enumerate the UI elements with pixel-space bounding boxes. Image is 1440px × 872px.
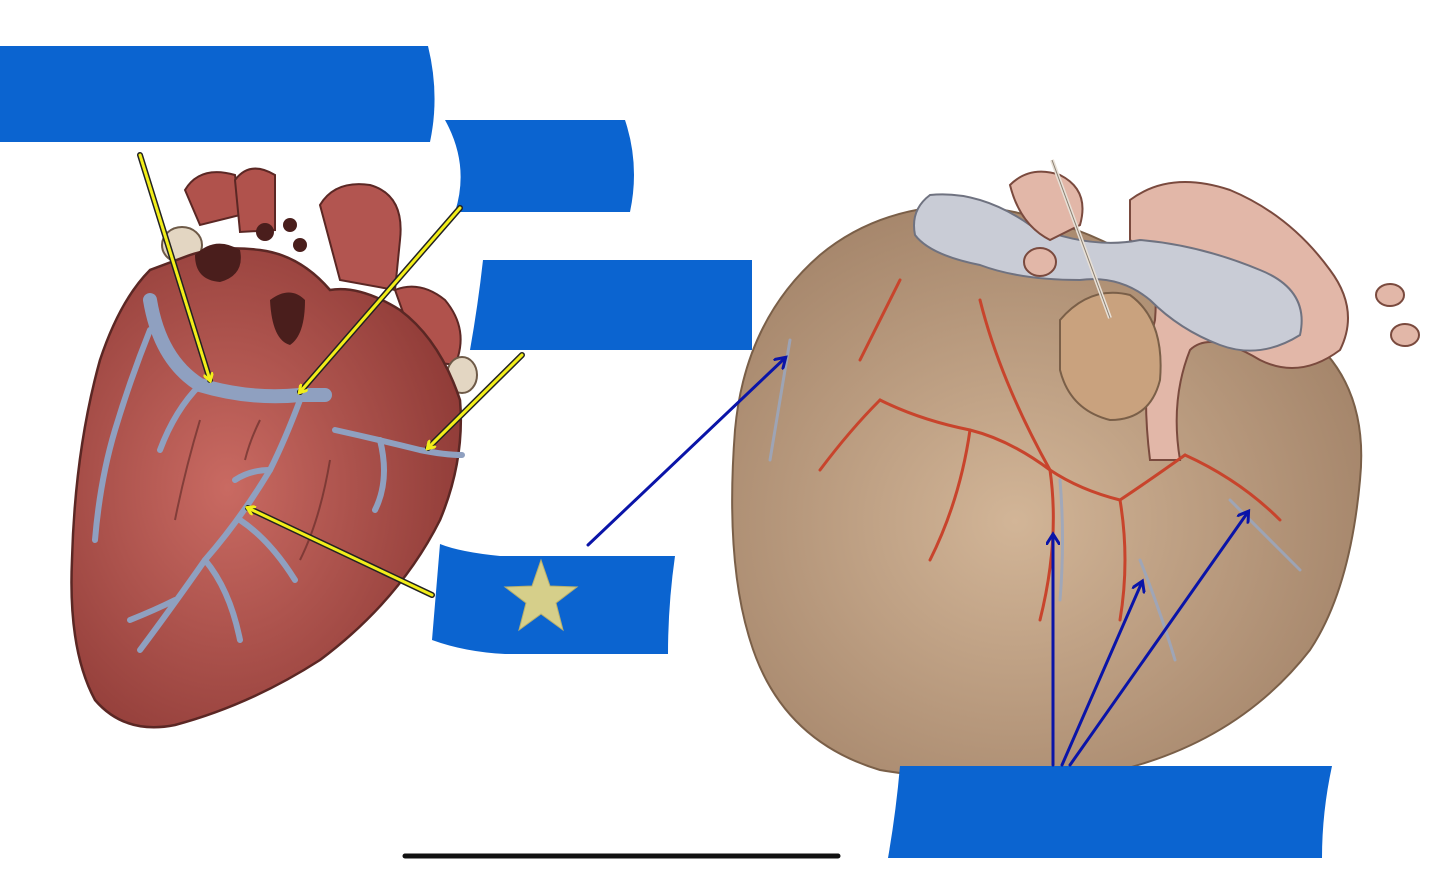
star-icon <box>503 558 579 632</box>
label-boxes <box>0 46 1332 858</box>
right-heart-illustration <box>731 159 1420 781</box>
label-box-3[interactable] <box>470 260 752 350</box>
right-heart-veins <box>768 338 1302 662</box>
left-heart-veins <box>92 327 465 653</box>
label-box-2[interactable] <box>445 120 634 212</box>
left-heart-illustration <box>70 167 478 729</box>
label-box-5[interactable] <box>888 766 1332 858</box>
right-heart-arteries <box>818 278 1282 622</box>
yellow-arrows <box>137 152 525 598</box>
blue-arrows <box>586 358 1248 767</box>
label-box-1[interactable] <box>0 46 435 142</box>
